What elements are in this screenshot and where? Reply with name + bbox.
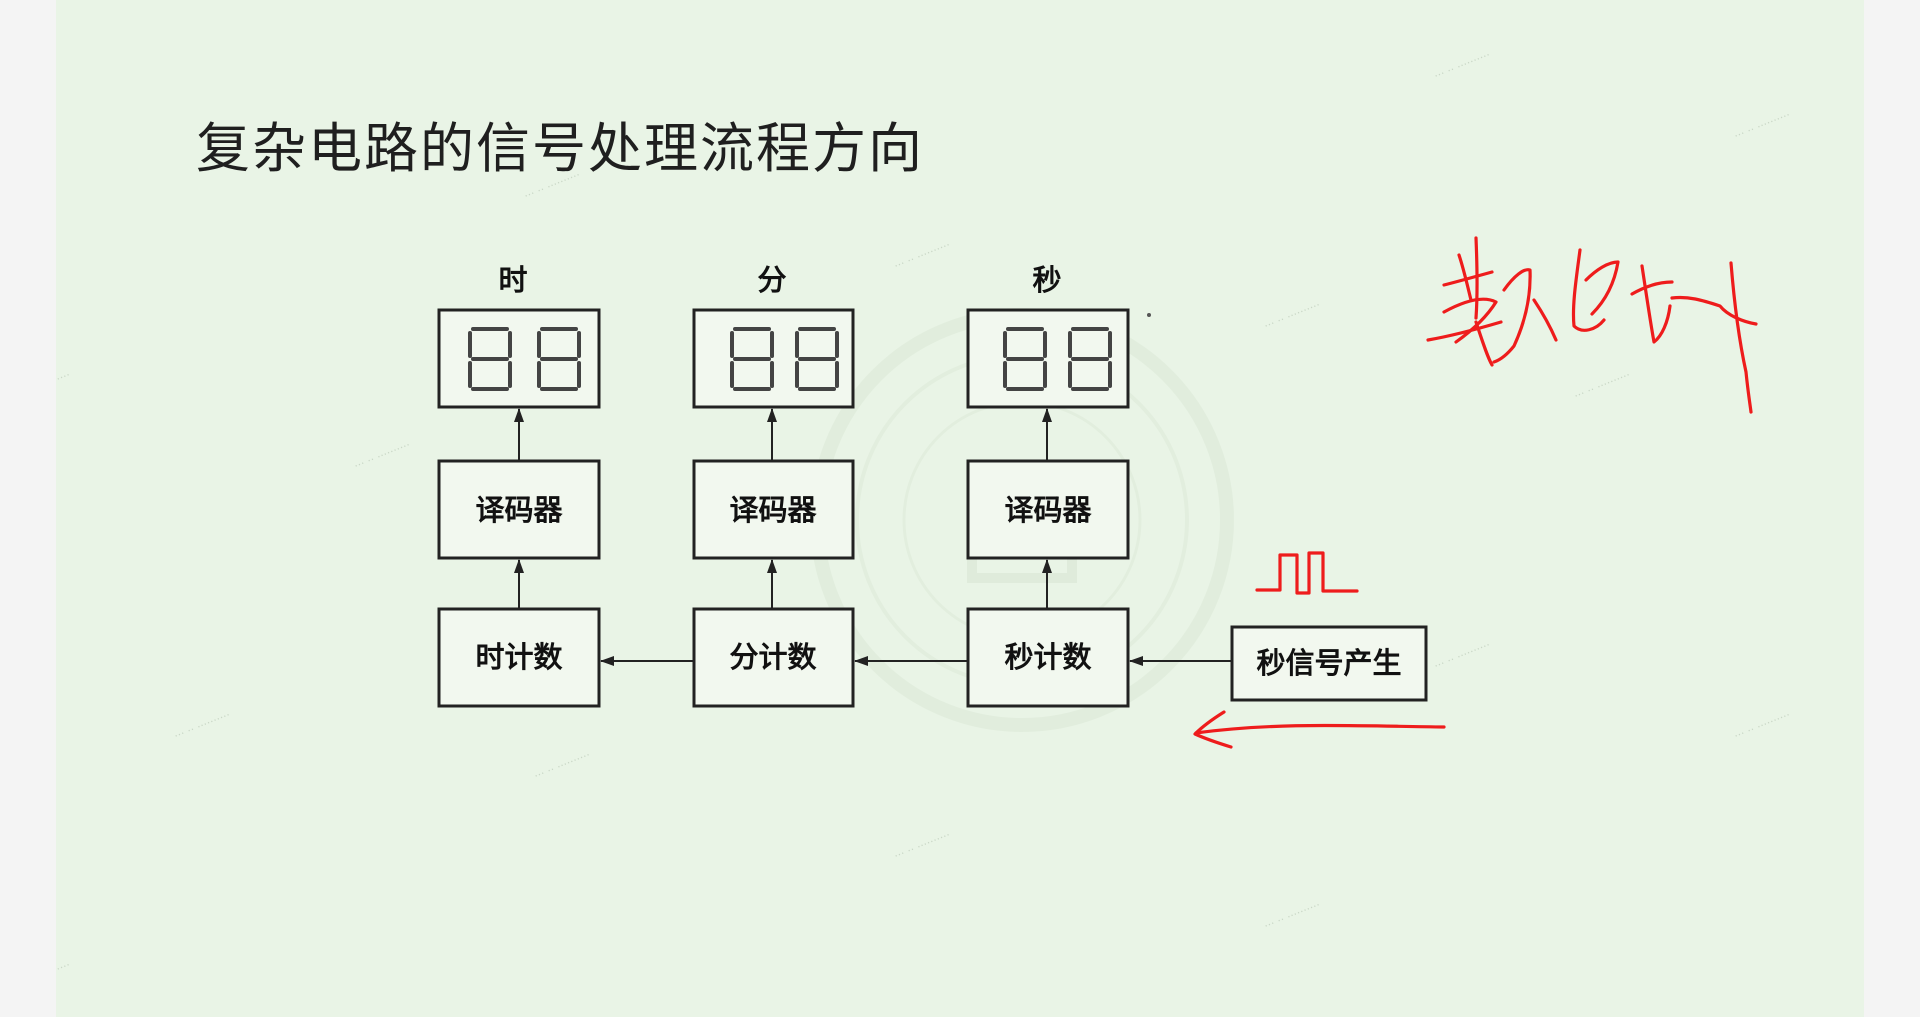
label-hours: 时: [498, 263, 527, 297]
counter-label: 时计数: [475, 640, 563, 674]
stray-dot: [1147, 313, 1151, 317]
svg-text:··· ·· ··········: ··· ·· ··········: [892, 238, 952, 272]
counter-minutes: 分计数: [692, 607, 855, 708]
svg-text:··· ·· ··········: ··· ·· ··········: [522, 168, 582, 202]
pulse-waveform-sketch: [1255, 551, 1359, 595]
counter-seconds: 秒计数: [966, 607, 1130, 708]
column-seconds: 秒 译码器 秒计数: [966, 263, 1130, 708]
clock-block-diagram: ··· ·· ·········· ··· ·· ·········· ··· …: [56, 48, 1792, 992]
svg-text:··· ·· ··········: ··· ·· ··········: [1262, 298, 1322, 332]
svg-text:··· ·· ··········: ··· ·· ··········: [1732, 108, 1792, 142]
decoder-label: 译码器: [475, 493, 563, 527]
counter-hours: 时计数: [437, 607, 601, 708]
seconds-signal-source: 秒信号产生: [1230, 625, 1428, 702]
decoder-minutes: 译码器: [692, 459, 855, 560]
decoder-hours: 译码器: [437, 459, 601, 560]
source-label: 秒信号产生: [1256, 646, 1401, 680]
svg-text:··· ·· ··········: ··· ·· ··········: [172, 708, 232, 742]
counter-label: 分计数: [729, 640, 817, 674]
display-hours: [437, 308, 601, 409]
handwritten-note-digital-clock: [1426, 236, 1758, 414]
display-minutes: [692, 308, 855, 409]
svg-text:··· ·· ··········: ··· ·· ··········: [56, 958, 72, 992]
svg-text:··· ·· ··········: ··· ·· ··········: [1262, 898, 1322, 932]
svg-text:··· ·· ··········: ··· ·· ··········: [1572, 368, 1632, 402]
column-minutes: 分 译码器 分计数: [692, 263, 855, 708]
label-minutes: 分: [757, 263, 786, 297]
watermark-marks: ··· ·· ·········· ··· ·· ·········· ··· …: [56, 48, 1792, 992]
slide-title: 复杂电路的信号处理流程方向: [196, 117, 924, 180]
svg-text:··· ·· ··········: ··· ·· ··········: [1432, 48, 1492, 82]
decoder-seconds: 译码器: [966, 459, 1130, 560]
column-hours: 时 译码器 时计数: [437, 263, 601, 708]
svg-text:··· ·· ··········: ··· ·· ··········: [892, 828, 952, 862]
label-seconds: 秒: [1032, 263, 1061, 297]
display-seconds: [966, 308, 1130, 409]
svg-text:··· ·· ··········: ··· ·· ··········: [352, 438, 412, 472]
decoder-label: 译码器: [729, 493, 817, 527]
decoder-label: 译码器: [1004, 493, 1092, 527]
svg-text:··· ·· ··········: ··· ·· ··········: [56, 368, 72, 402]
svg-text:··· ·· ··········: ··· ·· ··········: [532, 748, 592, 782]
flow-direction-arrow: [1193, 710, 1446, 749]
slide: 复杂电路的信号处理流程方向 ··· ·· ·········· ··· ·· ·…: [56, 0, 1864, 1017]
svg-text:··· ·· ··········: ··· ·· ··········: [1432, 638, 1492, 672]
counter-label: 秒计数: [1004, 640, 1092, 674]
svg-text:··· ·· ··········: ··· ·· ··········: [1732, 708, 1792, 742]
